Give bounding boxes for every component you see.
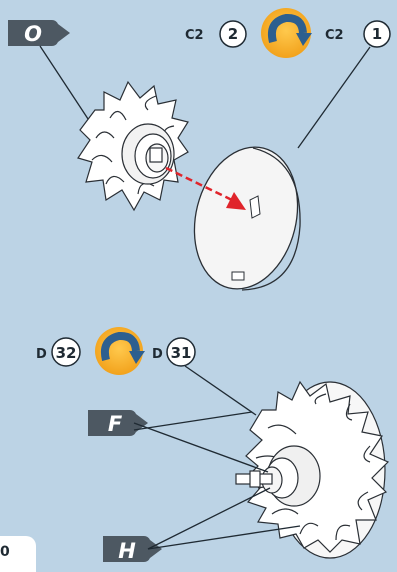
disc-part xyxy=(193,146,301,291)
part-code-c2-right: C2 xyxy=(325,28,344,43)
part-badge-1: 1 xyxy=(363,20,391,48)
part-badge-32: 32 xyxy=(51,337,81,367)
part-31-leader xyxy=(184,365,257,416)
part-number-31: 31 xyxy=(171,344,192,362)
turbine-wheel-part xyxy=(235,380,390,559)
part-code-d-left: D xyxy=(36,347,47,362)
part-code-d-right: D xyxy=(152,347,163,362)
part-number-2: 2 xyxy=(228,25,238,43)
impeller-part xyxy=(77,80,189,212)
flag-h-leader-2 xyxy=(147,525,301,550)
rotate-clockwise-icon-bottom xyxy=(95,327,145,375)
part-number-32: 32 xyxy=(56,344,77,362)
part-badge-2: 2 xyxy=(219,20,247,48)
flag-f: F xyxy=(88,410,148,436)
part-code-c2-left: C2 xyxy=(185,28,204,43)
flag-o-label: O xyxy=(24,22,42,46)
part-1-leader xyxy=(297,46,371,149)
flag-h-leader-1 xyxy=(147,487,271,550)
rotate-clockwise-icon xyxy=(261,8,312,58)
flag-o: O xyxy=(8,20,70,46)
flag-f-label: F xyxy=(108,412,123,436)
flag-h: H xyxy=(103,536,162,563)
direction-arrow xyxy=(165,166,246,210)
flag-o-leader xyxy=(39,45,93,126)
flag-f-leader-2 xyxy=(133,411,253,431)
flag-h-label: H xyxy=(118,539,136,563)
part-number-1: 1 xyxy=(372,25,382,43)
part-badge-31: 31 xyxy=(166,337,196,367)
page-number: 0 xyxy=(0,544,10,560)
flag-f-leader-1 xyxy=(133,422,269,473)
